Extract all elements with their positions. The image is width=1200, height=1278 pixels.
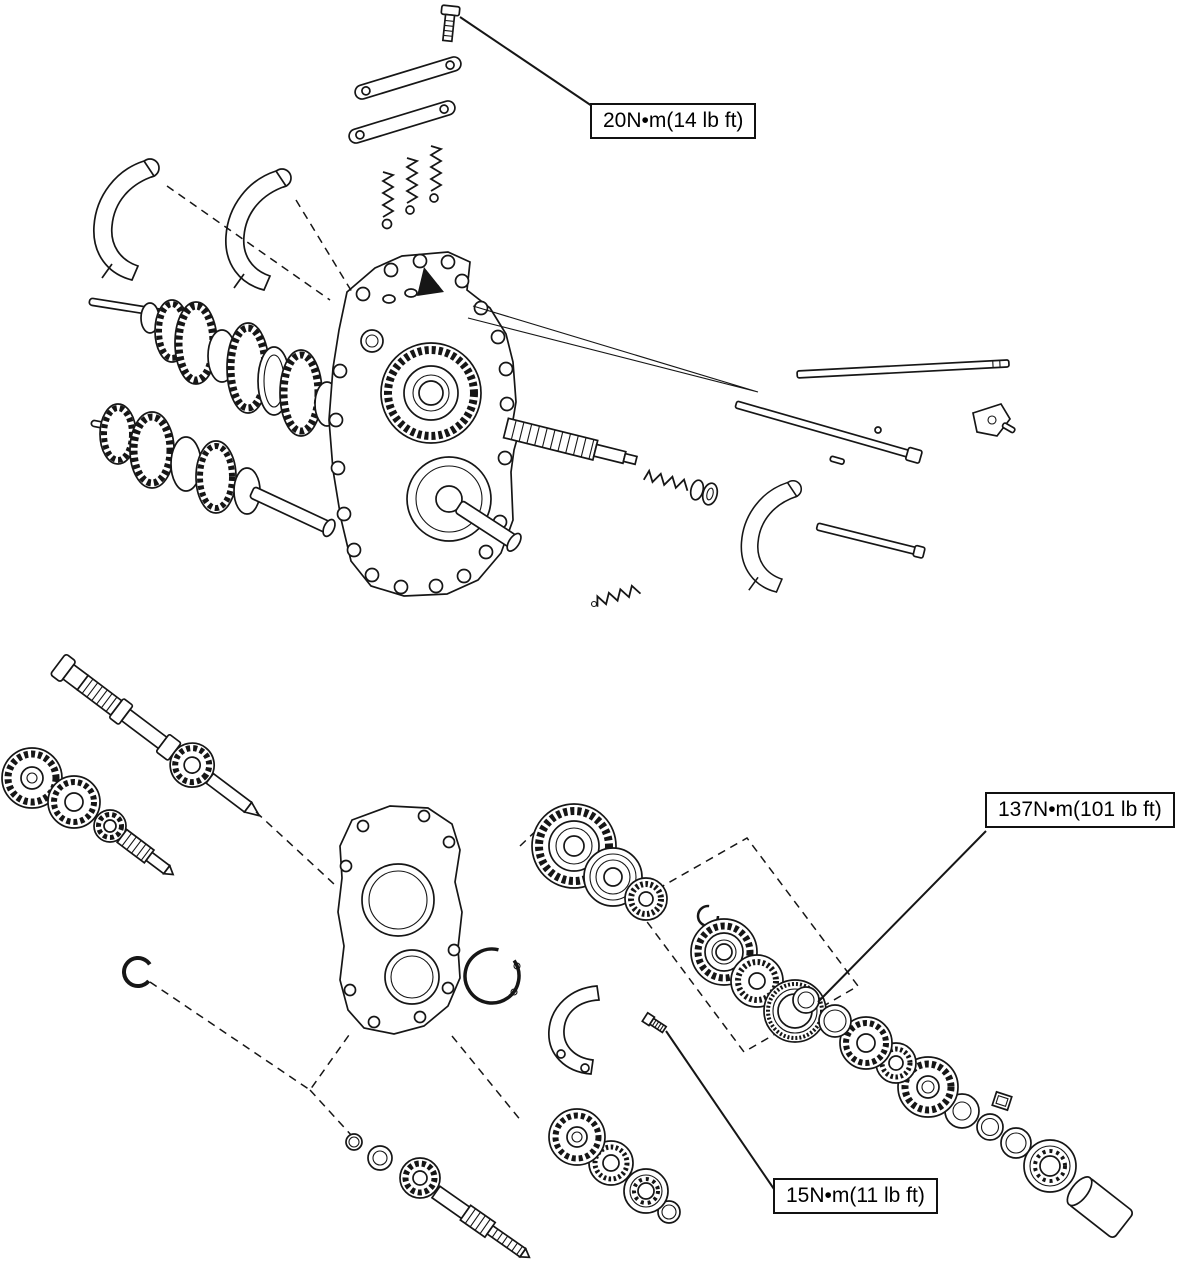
torque-callout-retainer-bolt: 15N•m(11 lb ft) (773, 1178, 938, 1214)
leader-line-upper-bolt (459, 16, 593, 107)
output-shaft (502, 417, 639, 466)
snap-ring-icon (463, 947, 521, 1005)
bottom-gear-cluster (345, 1108, 681, 1259)
c-clip-icon (122, 956, 154, 988)
upper-assembly (88, 4, 1016, 608)
mainshaft-gear-cluster (140, 299, 340, 437)
mainshaft-gear-set (531, 803, 668, 921)
interlock-plate-icon (348, 100, 456, 144)
lower-assembly (1, 653, 1134, 1259)
synchro-group-outline (631, 837, 860, 1053)
synchronizer-assembly (690, 904, 827, 1043)
shift-fork-icon (93, 158, 160, 282)
rail-end-bracket (972, 402, 1016, 437)
output-gear-train (792, 986, 1134, 1238)
detent-pin-icon (829, 455, 845, 465)
transmission-case (328, 251, 522, 597)
shift-fork-icon (225, 168, 292, 292)
alignment-lines (467, 305, 759, 393)
construction-line (149, 981, 350, 1092)
shift-fork-icon (740, 479, 803, 593)
lock-bolt-icon (641, 1011, 668, 1034)
arrow-icon (417, 267, 444, 296)
shaft-spring-icon (642, 469, 719, 506)
construction-line (451, 1035, 523, 1123)
countershaft-gears (1, 747, 175, 876)
countershaft-gear-cluster (99, 403, 336, 538)
return-spring-icon (590, 583, 642, 608)
detent-springs (381, 145, 442, 230)
torque-callout-mainshaft-locknut: 137N•m(101 lb ft) (985, 792, 1175, 828)
construction-line (255, 811, 335, 885)
retainer-bracket (548, 985, 600, 1075)
construction-line (166, 185, 331, 301)
shift-rail-3 (815, 522, 926, 559)
shift-rail-1 (796, 359, 1010, 379)
bearing-retainer-plate (337, 805, 463, 1035)
interlock-plate-icon (354, 56, 462, 100)
construction-line (295, 199, 353, 293)
reverse-idler-shaft (430, 1185, 531, 1259)
leader-line-locknut (817, 830, 987, 1003)
torque-callout-upper-bolt: 20N•m(14 lb ft) (590, 103, 757, 139)
input-shaft (50, 653, 261, 817)
detent-ball-icon (874, 426, 882, 434)
construction-line (309, 1089, 353, 1137)
shift-rail-2 (734, 400, 923, 464)
filler-bolt-icon (440, 4, 461, 43)
leader-line-retainer-bolt (665, 1030, 777, 1193)
